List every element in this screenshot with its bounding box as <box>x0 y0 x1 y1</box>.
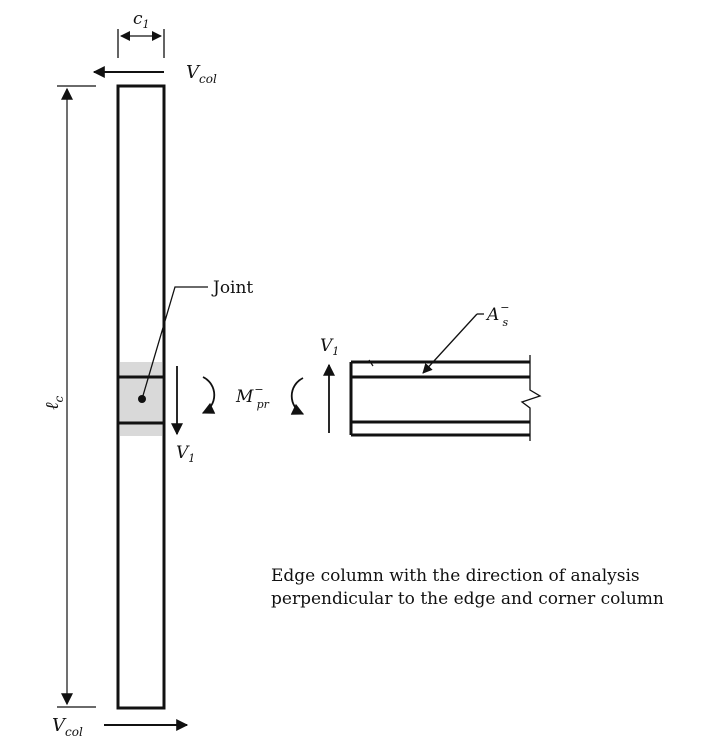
vcol-bottom-arrow: Vcol <box>52 715 189 739</box>
lc-dimension: ℓc <box>42 85 96 708</box>
vcol-bottom-label: Vcol <box>52 715 83 739</box>
c1-label: c1 <box>133 9 150 31</box>
caption-line-2: perpendicular to the edge and corner col… <box>271 589 664 609</box>
mpr-moment-arc-right <box>290 377 305 415</box>
as-label: A−s <box>485 301 510 329</box>
vcol-top-arrow: Vcol <box>92 62 217 86</box>
vcol-top-label: Vcol <box>186 62 217 86</box>
joint-leader <box>141 286 208 400</box>
v1-right-arrow: V1 <box>320 336 339 433</box>
break-line <box>520 355 542 441</box>
mpr-moment-arc-left <box>201 376 216 414</box>
as-leader: A−s <box>422 301 510 374</box>
caption-line-1: Edge column with the direction of analys… <box>271 566 640 586</box>
caption: Edge column with the direction of analys… <box>271 566 664 609</box>
v1-left-label: V1 <box>176 443 195 465</box>
beam <box>349 355 542 441</box>
mpr-label: M−pr <box>235 383 270 411</box>
c1-dimension: c1 <box>117 9 165 58</box>
joint-region: Joint <box>116 278 253 436</box>
joint-label: Joint <box>211 278 253 298</box>
v1-left-arrow: V1 <box>171 366 195 465</box>
v1-right-label: V1 <box>320 336 339 358</box>
lc-label: ℓc <box>42 396 66 411</box>
